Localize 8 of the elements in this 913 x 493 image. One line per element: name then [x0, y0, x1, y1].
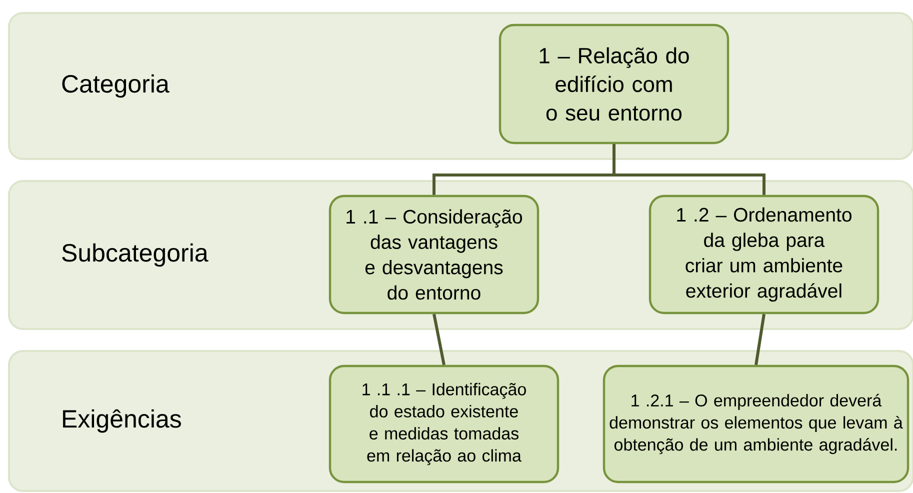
category-box: 1 .2 – Ordenamento da gleba para criar um ambiente exterior agradável: [648, 194, 880, 314]
category-box: 1 .1 .1 – Identificação do estado existente e medidas tomadas em relação ao clima: [328, 364, 560, 484]
category-box: 1 .2.1 – O empreendedor deverá demonstrar os elementos que levam à obtenção de um ambiente agradável.: [602, 364, 910, 484]
category-box: 1 – Relação do edifício com o seu entorno: [498, 24, 730, 144]
connector-line: [754, 314, 766, 366]
category-box: 1 .1 – Consideração das vantagens e desvantagens do entorno: [328, 194, 540, 314]
connector-line: [612, 144, 766, 195]
connector-line: [432, 314, 446, 366]
